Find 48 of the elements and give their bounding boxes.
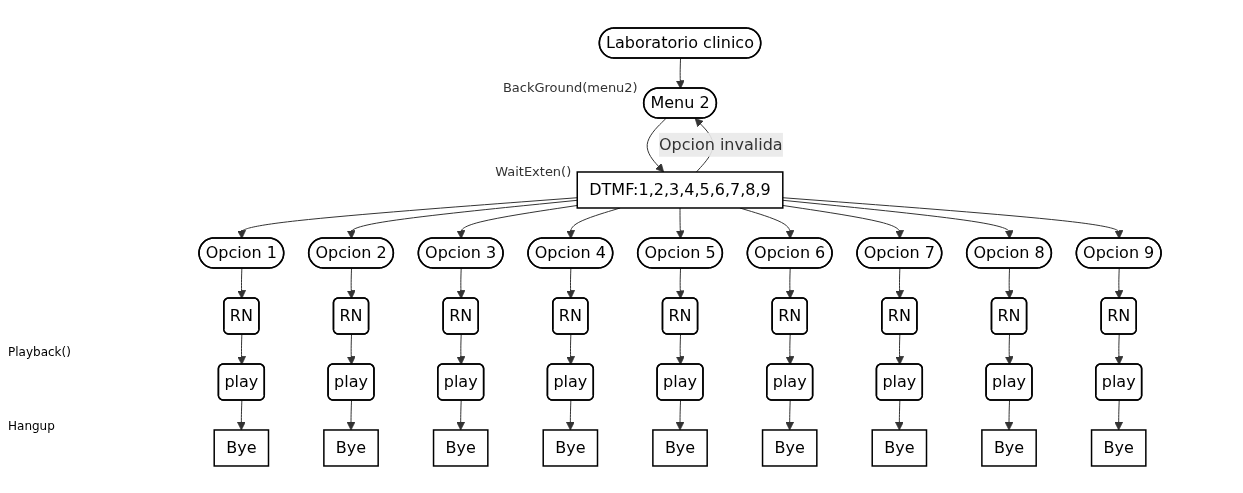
arrow xyxy=(347,333,357,365)
arrow xyxy=(647,117,667,172)
node-box: Bye xyxy=(323,428,380,467)
node-box: Bye xyxy=(871,428,928,467)
node-box: DTMF:1,2,3,4,5,6,7,8,9 xyxy=(576,170,784,209)
arrow xyxy=(1005,333,1015,365)
node-box: Bye xyxy=(1091,428,1148,467)
arrow xyxy=(786,267,795,299)
arrow xyxy=(1115,267,1124,299)
arrow xyxy=(895,333,905,365)
arrow xyxy=(782,196,1124,239)
arrow xyxy=(1005,399,1014,430)
arrow xyxy=(786,333,795,365)
node-box: Bye xyxy=(542,428,599,467)
arrow xyxy=(237,399,247,430)
arrow xyxy=(456,399,466,430)
edge-label: Opcion invalida xyxy=(659,134,784,154)
arrow xyxy=(676,399,685,430)
arrow xyxy=(895,399,905,430)
arrow xyxy=(457,267,466,299)
arrow xyxy=(782,199,1015,239)
arrow xyxy=(566,333,576,365)
arrow xyxy=(1115,333,1124,365)
node-box: Bye xyxy=(213,428,270,467)
arrow xyxy=(457,333,466,365)
arrow xyxy=(566,267,576,299)
arrow xyxy=(782,204,905,239)
function-label: BackGround(menu2) xyxy=(503,79,639,95)
arrow xyxy=(1114,399,1124,430)
row-label: Playback() xyxy=(8,345,72,359)
arrow xyxy=(676,207,686,239)
node-box: Bye xyxy=(762,428,819,467)
arrow xyxy=(676,267,686,299)
arrow xyxy=(237,267,247,299)
function-label: WaitExten() xyxy=(495,163,572,179)
arrow xyxy=(566,399,576,430)
node-box: Bye xyxy=(652,428,709,467)
arrow xyxy=(1005,267,1015,299)
arrow xyxy=(676,57,686,89)
arrow xyxy=(785,399,795,430)
arrow xyxy=(347,399,356,430)
node-box: Bye xyxy=(433,428,490,467)
arrow xyxy=(237,333,247,365)
arrow xyxy=(347,267,357,299)
row-label: Hangup xyxy=(8,419,56,433)
arrow xyxy=(895,267,905,299)
node-box: Bye xyxy=(981,428,1038,467)
arrow xyxy=(676,333,686,365)
